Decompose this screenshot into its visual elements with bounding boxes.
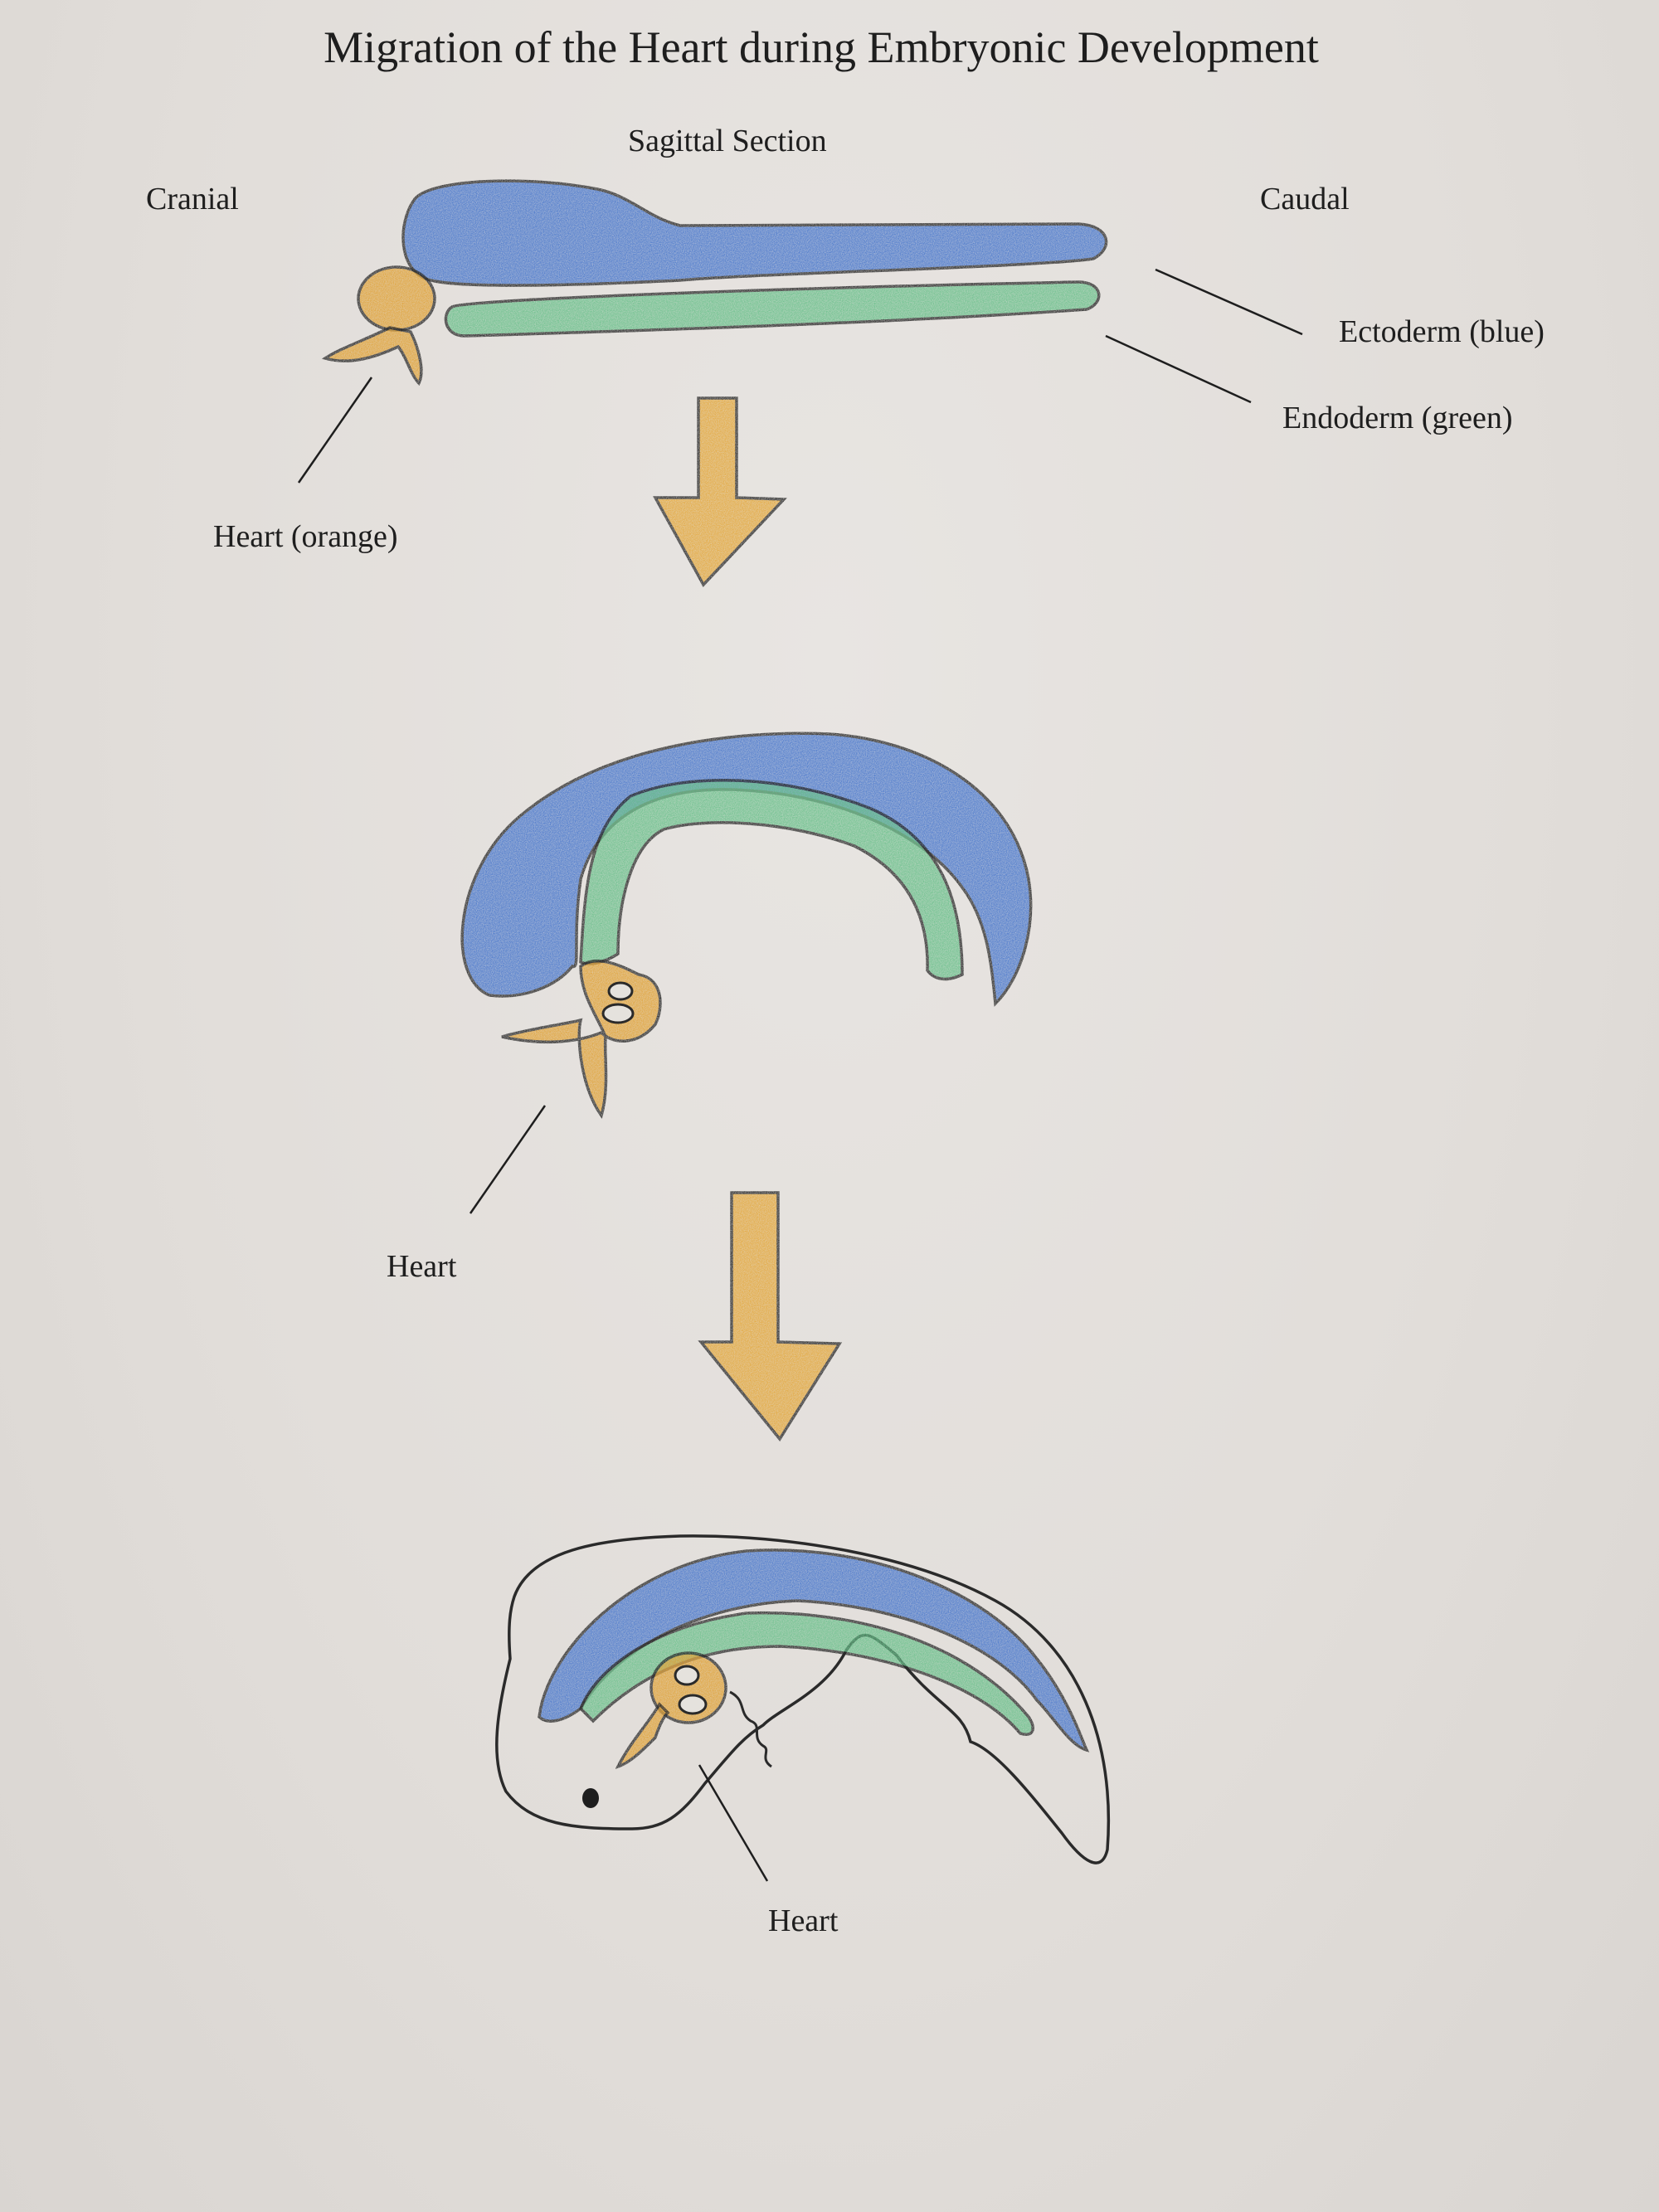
endoderm-layer-stage-1: [444, 280, 1101, 338]
ectoderm-label: Ectoderm (blue): [1339, 314, 1545, 349]
ectoderm-layer-stage-1: [401, 179, 1108, 287]
heart-label-stage-2: Heart: [387, 1249, 457, 1284]
ectoderm-layer-stage-2: [460, 732, 1033, 1007]
endoderm-layer-stage-2: [579, 778, 964, 981]
heart-label-stage-1: Heart (orange): [213, 519, 398, 554]
caudal-label: Caudal: [1260, 182, 1350, 216]
cranial-label: Cranial: [146, 182, 239, 216]
heart-leader-line-stage-1: [297, 377, 373, 484]
down-arrow-1: [653, 396, 787, 587]
endoderm-label: Endoderm (green): [1282, 401, 1513, 435]
heart-stage-3: [615, 1651, 727, 1769]
stage-3-embryo: [495, 1534, 1111, 1882]
heart-stage-1: [321, 265, 436, 386]
diagram-subtitle: Sagittal Section: [628, 124, 827, 158]
stage-2-embryo: [460, 732, 1033, 1214]
heart-leader-line-stage-3: [698, 1764, 769, 1882]
endoderm-leader-line: [1105, 334, 1252, 404]
diagram-title: Migration of the Heart during Embryonic …: [324, 22, 1319, 72]
down-arrow-2: [698, 1191, 843, 1442]
embryo-body-outline: [495, 1534, 1111, 1864]
pharyngeal-arches: [729, 1690, 772, 1768]
eye-spot: [582, 1788, 599, 1808]
heart-label-stage-3: Heart: [768, 1903, 839, 1938]
endoderm-layer-stage-3: [578, 1611, 1034, 1736]
ectoderm-leader-line: [1155, 268, 1303, 336]
heart-stage-2: [501, 959, 662, 1119]
heart-leader-line-stage-2: [469, 1105, 547, 1214]
stage-1-embryo: [297, 179, 1303, 484]
